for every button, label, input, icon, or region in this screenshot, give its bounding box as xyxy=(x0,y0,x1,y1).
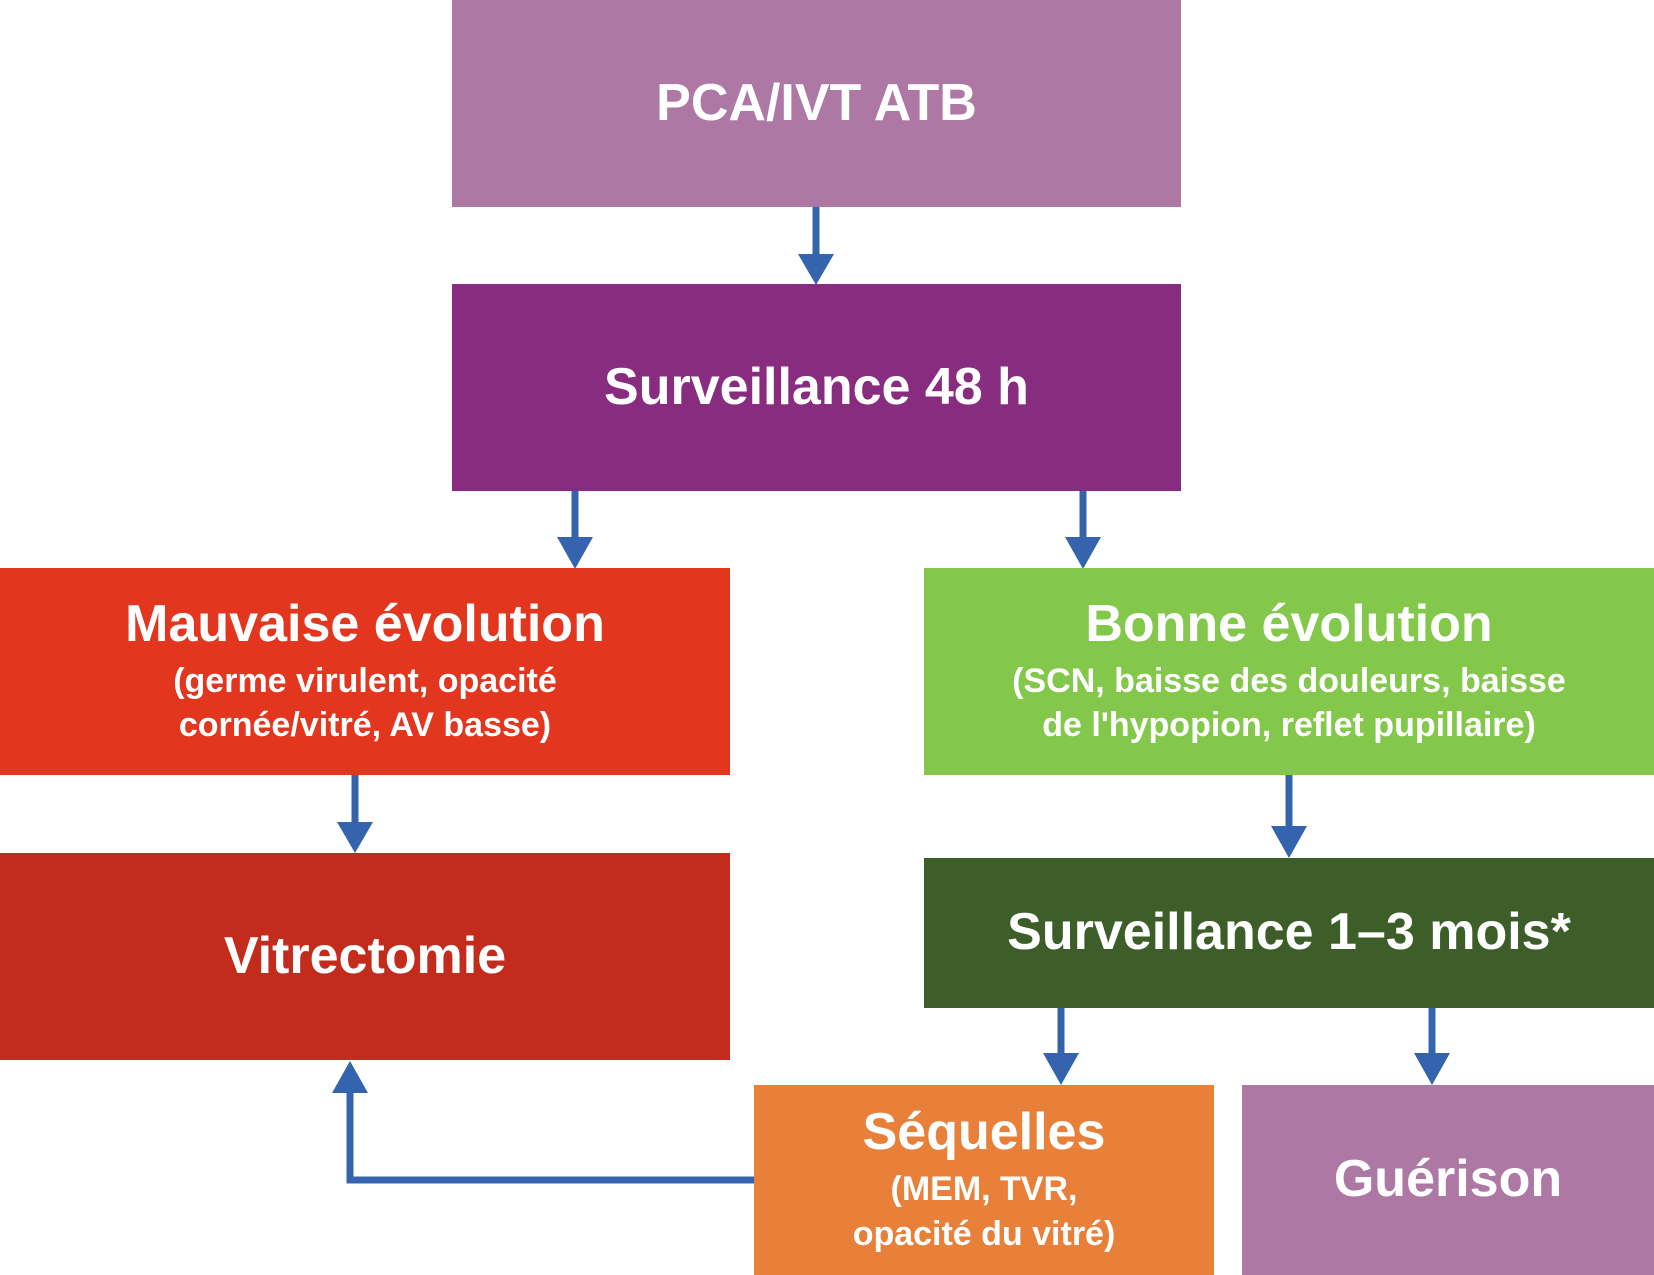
node-guerison: Guérison xyxy=(1242,1085,1654,1275)
node-vitrectomie: Vitrectomie xyxy=(0,853,730,1060)
node-surveillance-1-3-mois: Surveillance 1–3 mois* xyxy=(924,858,1654,1008)
node-title: Guérison xyxy=(1333,1150,1563,1209)
arrow-surveillance48-to-bonne xyxy=(1065,491,1101,569)
node-title: Vitrectomie xyxy=(223,926,507,985)
arrow-surveillance13-to-sequelles xyxy=(1043,1008,1079,1085)
node-title: Bonne évolution xyxy=(1085,594,1493,653)
node-sequelles: Séquelles (MEM, TVR, opacité du vitré) xyxy=(754,1085,1214,1275)
arrow-pca-to-surveillance48 xyxy=(798,207,834,285)
arrow-mauvaise-to-vitrectomie xyxy=(337,775,373,853)
arrow-sequelles-to-vitrectomie xyxy=(332,1061,754,1184)
detail-line: (SCN, baisse des douleurs, baisse xyxy=(1012,661,1566,700)
node-details: (MEM, TVR, opacité du vitré) xyxy=(853,1167,1116,1255)
node-title: Séquelles xyxy=(862,1103,1106,1162)
node-title: Surveillance 1–3 mois* xyxy=(1007,903,1571,962)
arrow-surveillance13-to-guerison xyxy=(1414,1008,1450,1085)
detail-line: de l'hypopion, reflet pupillaire) xyxy=(1042,706,1536,745)
node-mauvaise-evolution: Mauvaise évolution (germe virulent, opac… xyxy=(0,568,730,775)
detail-line: opacité du vitré) xyxy=(852,1214,1116,1253)
node-details: (germe virulent, opacité cornée/vitré, A… xyxy=(173,659,557,747)
node-details: (SCN, baisse des douleurs, baisse de l'h… xyxy=(1012,659,1566,747)
arrow-surveillance48-to-mauvaise xyxy=(557,491,593,569)
node-bonne-evolution: Bonne évolution (SCN, baisse des douleur… xyxy=(924,568,1654,775)
detail-line: (MEM, TVR, xyxy=(890,1170,1078,1209)
detail-line: (germe virulent, opacité xyxy=(173,661,557,700)
node-title: PCA/IVT ATB xyxy=(656,73,977,132)
detail-line: cornée/vitré, AV basse) xyxy=(178,706,552,745)
arrow-bonne-to-surveillance13 xyxy=(1271,775,1307,858)
node-title: Surveillance 48 h xyxy=(604,357,1029,416)
node-title: Mauvaise évolution xyxy=(125,594,605,653)
node-pca-ivt-atb: PCA/IVT ATB xyxy=(452,0,1181,207)
node-surveillance-48h: Surveillance 48 h xyxy=(452,284,1181,491)
